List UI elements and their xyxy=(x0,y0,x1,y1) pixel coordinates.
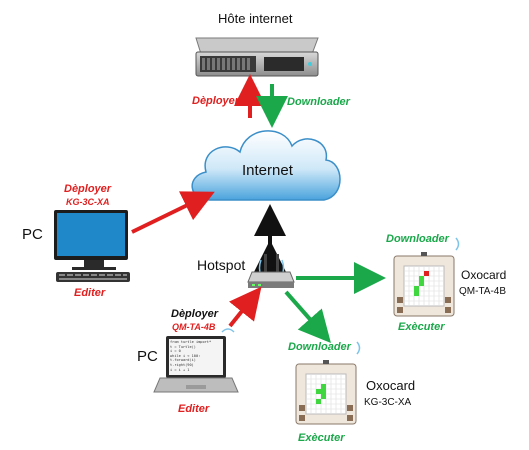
pc1-code: KG-3C-XA xyxy=(66,197,110,207)
pc2-edit-label: Editer xyxy=(178,403,210,415)
pc2-label: PC xyxy=(137,348,158,365)
pc1-deploy-label: Dèployer xyxy=(64,183,112,195)
pc1-deploy-arrow xyxy=(131,191,215,234)
hotspot-label: Hotspot xyxy=(197,257,246,273)
code-line: from turtle import* xyxy=(170,340,212,344)
monitor-icon xyxy=(54,210,130,282)
pc1-edit-label: Editer xyxy=(74,287,106,299)
server-icon xyxy=(195,37,319,77)
code-line: t.forward(i) xyxy=(170,358,196,363)
laptop-code-screen: from turtle import* t = Turtle() i = 0 w… xyxy=(170,340,222,374)
oxocard1-download-label: Downloader xyxy=(386,233,449,245)
code-line: i = 0 xyxy=(170,349,181,354)
oxocard2-name: Oxocard xyxy=(366,378,416,393)
oxocard2-code: KG-3C-XA xyxy=(364,397,412,408)
code-line: t.right(90) xyxy=(170,362,194,367)
code-line: t = Turtle() xyxy=(170,344,196,349)
code-line: while i < 100: xyxy=(170,353,201,358)
download-arrow-oxocard2 xyxy=(284,290,331,344)
oxocard1-name: Oxocard xyxy=(461,268,507,282)
oxocard1-run-label: Exècuter xyxy=(398,321,445,333)
oxocard2-run-label: Exècuter xyxy=(298,432,345,444)
laptop-icon xyxy=(153,328,239,393)
pc1-label: PC xyxy=(22,226,43,243)
pc2-deploy-arrow xyxy=(228,286,262,328)
internet-label: Internet xyxy=(242,162,293,179)
router-icon xyxy=(247,254,295,288)
code-line: i = i + 1 xyxy=(170,367,190,372)
server-deploy-label: Dèployer xyxy=(192,95,240,107)
pc2-code: QM-TA-4B xyxy=(172,322,216,332)
server-download-label: Downloader xyxy=(287,96,350,108)
cloud-icon xyxy=(191,130,341,201)
pc2-deploy-label: Dèployer xyxy=(171,308,219,320)
oxocard1-code: QM-TA-4B xyxy=(459,286,507,297)
oxocard1-device xyxy=(393,237,460,317)
server-label: Hôte internet xyxy=(218,11,293,26)
oxocard2-device xyxy=(295,341,361,425)
oxocard2-download-label: Downloader xyxy=(288,341,351,353)
